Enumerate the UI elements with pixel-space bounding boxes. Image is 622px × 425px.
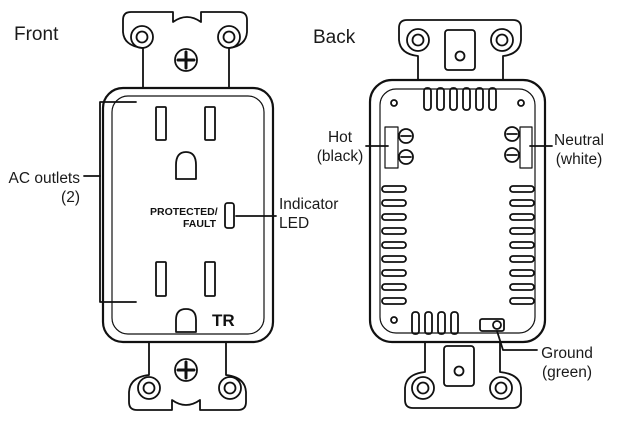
corner-screw-icon <box>390 99 398 107</box>
ground-leader <box>496 330 538 351</box>
back-housing <box>368 78 547 344</box>
front-view-title: Front <box>14 24 59 45</box>
indicator-face-label: PROTECTED/ FAULT <box>150 206 218 230</box>
hot-label-line1: Hot <box>327 129 353 146</box>
hot-label: Hot (black) <box>314 128 366 166</box>
front-bottom-screw-icon <box>174 358 198 382</box>
indicator-face-label-line1: PROTECTED/ <box>150 206 218 218</box>
neutral-label: Neutral (white) <box>551 131 607 169</box>
hot-terminals <box>384 126 414 169</box>
corner-screw-icon <box>390 316 398 324</box>
back-right-vents <box>509 185 535 305</box>
ground-label: Ground (green) <box>538 344 596 382</box>
upper-hot-slot-icon <box>155 106 167 141</box>
upper-ground-hole-icon <box>175 151 197 180</box>
front-view <box>83 11 277 411</box>
ground-screw-icon <box>492 320 502 330</box>
front-faceplate <box>101 86 275 344</box>
tamper-resistant-mark: TR <box>212 311 235 330</box>
upper-neutral-slot-icon <box>204 106 216 141</box>
hot-label-line2: (black) <box>316 148 364 165</box>
hot-terminal-screw-icon <box>398 149 414 165</box>
indicator-led-label-line1: Indicator <box>279 196 339 213</box>
back-top-vents <box>423 87 497 111</box>
indicator-face-label-line2: FAULT <box>182 218 216 230</box>
back-view-title: Back <box>313 27 356 48</box>
lower-hot-slot-icon <box>155 261 167 297</box>
back-top-mounting-tab <box>398 19 522 83</box>
ground-label-line1: Ground <box>541 345 593 362</box>
neutral-terminals <box>504 126 533 169</box>
back-bottom-mounting-tab <box>404 335 522 409</box>
lower-ground-hole-icon <box>175 308 197 333</box>
front-top-mounting-tab <box>122 11 248 91</box>
upper-receptacle <box>155 106 216 180</box>
back-view <box>365 19 553 409</box>
indicator-led-icon <box>224 202 235 229</box>
ground-label-line2: (green) <box>542 364 592 381</box>
neutral-label-line1: Neutral <box>554 132 604 149</box>
front-top-screw-icon <box>174 48 198 72</box>
neutral-terminal-screw-icon <box>504 147 520 163</box>
neutral-label-line2: (white) <box>555 151 603 168</box>
indicator-led-label-line2: LED <box>279 215 310 232</box>
ac-outlets-label-line1: AC outlets <box>8 170 80 187</box>
ac-outlets-label: AC outlets (2) <box>4 169 80 207</box>
hot-terminal-screw-icon <box>398 128 414 144</box>
ac-outlets-bracket <box>99 101 137 303</box>
neutral-terminal-screw-icon <box>504 126 520 142</box>
ac-outlets-label-line2: (2) <box>61 189 80 206</box>
front-bottom-mounting-tab <box>128 339 247 411</box>
indicator-led-label: Indicator LED <box>279 195 338 233</box>
back-left-vents <box>381 185 407 305</box>
ground-terminal <box>479 318 505 332</box>
back-bottom-vents <box>411 311 459 335</box>
lower-neutral-slot-icon <box>204 261 216 297</box>
lower-receptacle <box>155 261 216 333</box>
corner-screw-icon <box>517 99 525 107</box>
